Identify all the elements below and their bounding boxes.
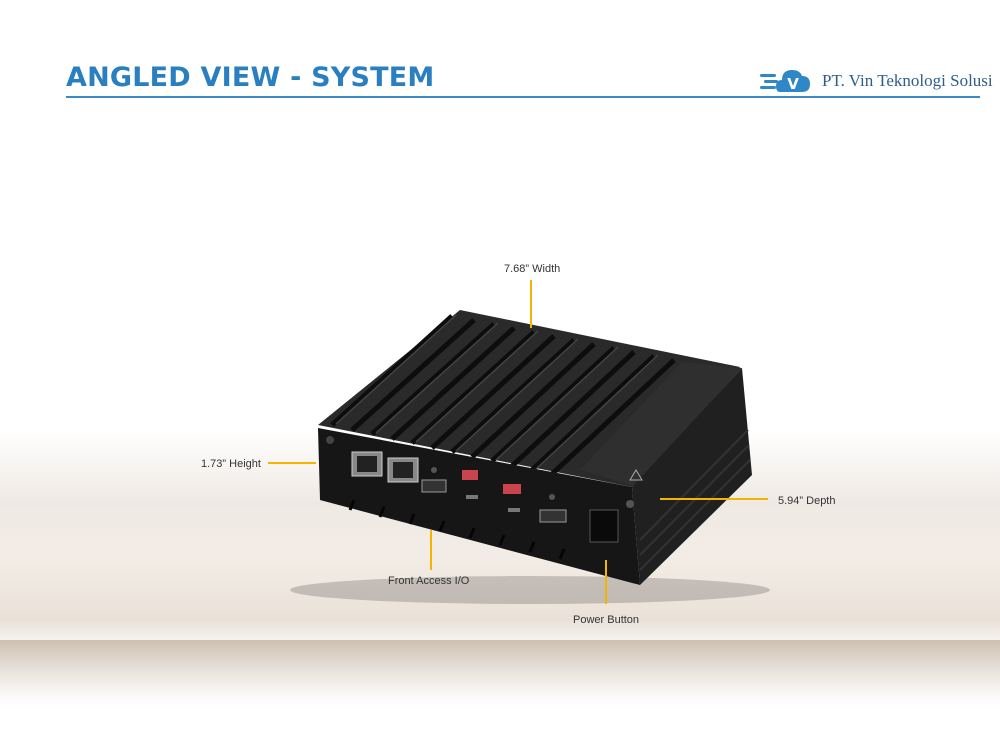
power-button-label: Power Button <box>573 614 640 626</box>
power-led <box>626 500 634 508</box>
page-title: ANGLED VIEW - SYSTEM <box>66 62 435 93</box>
warning-icon <box>629 469 643 481</box>
power-button-housing <box>589 509 619 543</box>
height-label: 1.73” Height <box>201 458 261 470</box>
device-shadow <box>290 576 770 604</box>
depth-label: 5.94” Depth <box>778 495 836 507</box>
top-cover <box>580 362 742 486</box>
callout-lines <box>268 280 768 604</box>
right-side-panel <box>632 368 752 585</box>
bottom-vents <box>348 499 566 560</box>
floor-shadow <box>0 640 1000 710</box>
logo-letter: V <box>787 75 799 93</box>
front-io-label: Front Access I/O <box>388 575 470 587</box>
width-label: 7.68” Width <box>504 263 561 275</box>
heatsink-fins <box>330 314 676 476</box>
front-ports <box>326 436 567 523</box>
cloud-v-logo-icon: V <box>760 70 810 93</box>
title-divider <box>66 96 980 98</box>
company-name: PT. Vin Teknologi Solusi <box>822 71 993 90</box>
company-logo: V PT. Vin Teknologi Solusi <box>760 64 993 98</box>
